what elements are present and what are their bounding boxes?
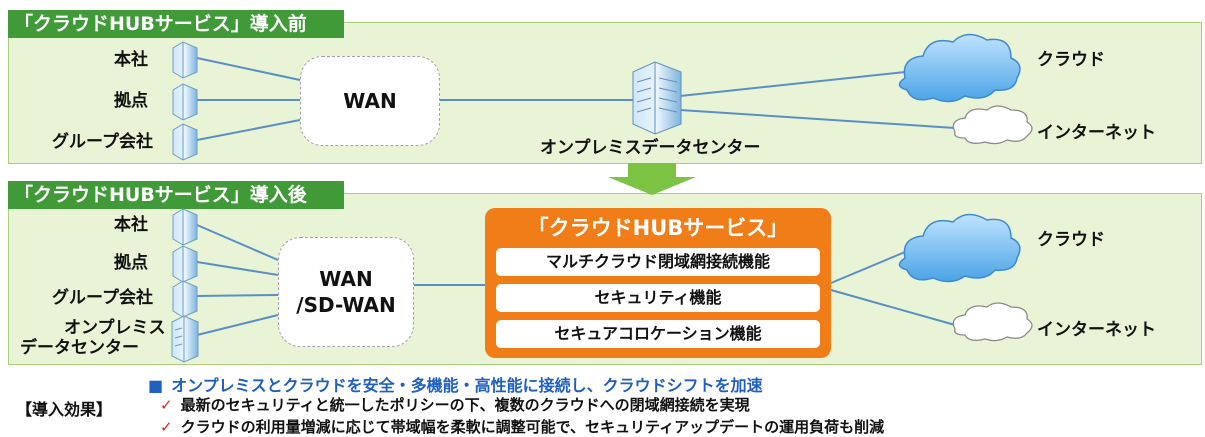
function-multicloud: マルチクラウド閉域網接続機能: [496, 248, 820, 276]
site-label-hq: 本社: [114, 215, 148, 235]
cloud-label: クラウド: [1037, 230, 1105, 250]
after-header: 「クラウドHUBサービス」導入後: [8, 181, 344, 209]
effects-item-text: 最新のセキュリティと統一したポリシーの下、複数のクラウドへの閉域網接続を実現: [180, 396, 750, 414]
wan-sdwan-box: WAN /SD-WAN: [278, 237, 414, 347]
onprem-label-line2: データセンター: [20, 338, 139, 358]
function-colocation: セキュアコロケーション機能: [496, 320, 820, 348]
before-lines: [196, 57, 956, 141]
server-tower-icon: [171, 315, 199, 363]
effects-tag: 【導入効果】: [16, 400, 113, 419]
effects-item: ✓ クラウドの利用量増減に応じて帯域幅を柔軟に調整可能で、セキュリティアップデート…: [160, 416, 884, 437]
before-header: 「クラウドHUBサービス」導入前: [8, 10, 344, 38]
server-tower-icon: [632, 61, 682, 135]
site-label-branch: 拠点: [114, 253, 148, 273]
site-label-hq: 本社: [114, 50, 148, 70]
internet-label: インターネット: [1037, 320, 1156, 340]
site-label-group: グループ会社: [52, 288, 153, 308]
check-icon: ✓: [160, 418, 173, 436]
after-lines: [196, 224, 956, 336]
cloud-hub-service-box: 「クラウドHUBサービス」 マルチクラウド閉域網接続機能 セキュリティ機能 セキ…: [485, 208, 831, 358]
wan-box: WAN: [300, 56, 440, 146]
down-arrow-icon: [608, 163, 696, 195]
check-icon: ✓: [160, 396, 173, 414]
internet-cloud-icon: [952, 302, 1033, 342]
wan-label: WAN: [343, 89, 397, 113]
cloud-icon: [898, 33, 1021, 103]
onprem-label-line1: オンプレミス: [64, 318, 166, 338]
cloud-label: クラウド: [1037, 50, 1105, 70]
effects-main: ■ オンプレミスとクラウドを安全・多機能・高性能に接続し、クラウドシフトを加速: [148, 372, 763, 396]
building-icon: [172, 41, 198, 161]
site-label-group: グループ会社: [52, 132, 153, 152]
cloud-icon: [898, 213, 1021, 283]
site-label-branch: 拠点: [114, 91, 148, 111]
function-security: セキュリティ機能: [496, 284, 820, 312]
effects-item: ✓ 最新のセキュリティと統一したポリシーの下、複数のクラウドへの閉域網接続を実現: [160, 394, 750, 415]
square-bullet-icon: ■: [148, 376, 164, 395]
service-title: 「クラウドHUBサービス」: [527, 216, 789, 240]
datacenter-label: オンプレミスデータセンター: [540, 138, 761, 158]
internet-label: インターネット: [1037, 123, 1156, 143]
effects-item-text: クラウドの利用量増減に応じて帯域幅を柔軟に調整可能で、セキュリティアップデートの…: [180, 418, 885, 436]
effects-main-text: オンプレミスとクラウドを安全・多機能・高性能に接続し、クラウドシフトを加速: [171, 376, 763, 395]
effects-section: 【導入効果】 ■ オンプレミスとクラウドを安全・多機能・高性能に接続し、クラウドシ…: [0, 368, 1205, 437]
wan-label: WAN: [319, 267, 373, 291]
internet-cloud-icon: [952, 105, 1033, 145]
sdwan-label: /SD-WAN: [296, 293, 396, 317]
building-icon: [172, 208, 198, 318]
